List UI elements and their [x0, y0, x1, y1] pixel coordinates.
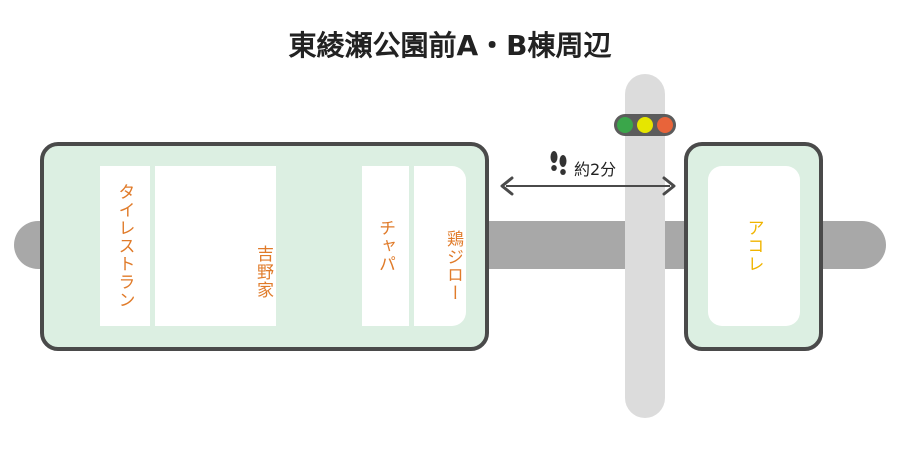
footprints-icon	[550, 151, 567, 175]
store-acole[interactable]: アコレ	[708, 166, 800, 326]
store-tori-jiro[interactable]: 鶏ジロー	[414, 166, 466, 326]
map-title: 東綾瀬公園前A・B棟周辺	[288, 29, 612, 62]
store-label: 鶏ジロー	[443, 230, 463, 302]
red-light-icon	[657, 117, 673, 133]
store-label: 吉野家	[253, 245, 273, 299]
yellow-light-icon	[637, 117, 653, 133]
store-thai-restaurant[interactable]: タイレストラン	[100, 166, 150, 326]
store-label: タイレストラン	[114, 183, 135, 309]
traffic-signal-icon	[614, 114, 676, 136]
green-light-icon	[617, 117, 633, 133]
store-chapa[interactable]: チャパ	[362, 166, 409, 326]
walking-time-label: 約2分	[574, 160, 617, 179]
store-label: アコレ	[743, 219, 764, 273]
store-yoshinoya[interactable]: 吉野家	[155, 166, 276, 326]
walking-distance-arrow	[500, 176, 676, 196]
store-label: チャパ	[375, 219, 395, 273]
